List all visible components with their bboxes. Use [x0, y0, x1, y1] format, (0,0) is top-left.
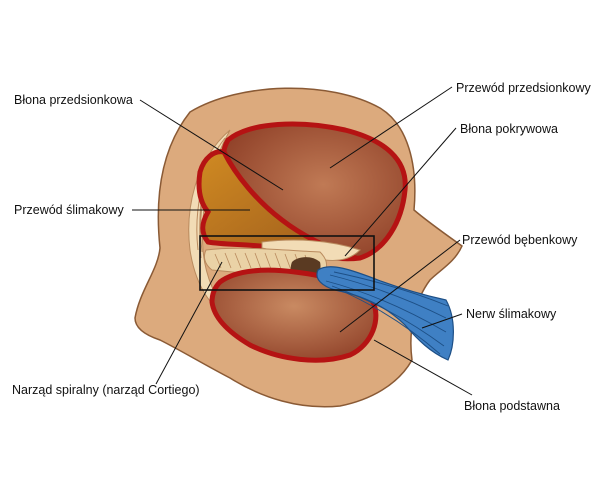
label-blona-podstawna: Błona podstawna [464, 399, 560, 413]
label-przewod-slimakowy: Przewód ślimakowy [14, 203, 125, 217]
organ-of-corti-highlight-box [199, 235, 375, 291]
label-blona-pokrywowa: Błona pokrywowa [460, 122, 558, 136]
label-narzad-spiralny: Narząd spiralny (narząd Cortiego) [12, 383, 200, 397]
leader-przewod-bebenkowy [339, 239, 461, 333]
leader-blona-podstawna [373, 339, 473, 396]
scala-tympani [209, 267, 379, 363]
leader-narzad-spiralny [155, 261, 223, 385]
leader-nerw-slimakowy [421, 313, 463, 329]
leader-blona-pokrywowa [344, 127, 457, 257]
label-blona-przedsionkowa: Błona przedsionkowa [14, 93, 133, 107]
leader-blona-przedsionkowa [139, 99, 284, 191]
label-przewod-przedsionkowy: Przewód przedsionkowy [456, 81, 592, 95]
label-przewod-bebenkowy: Przewód bębenkowy [462, 233, 578, 247]
label-nerw-slimakowy: Nerw ślimakowy [466, 307, 557, 321]
leader-przewod-przedsionkowy [329, 86, 453, 169]
